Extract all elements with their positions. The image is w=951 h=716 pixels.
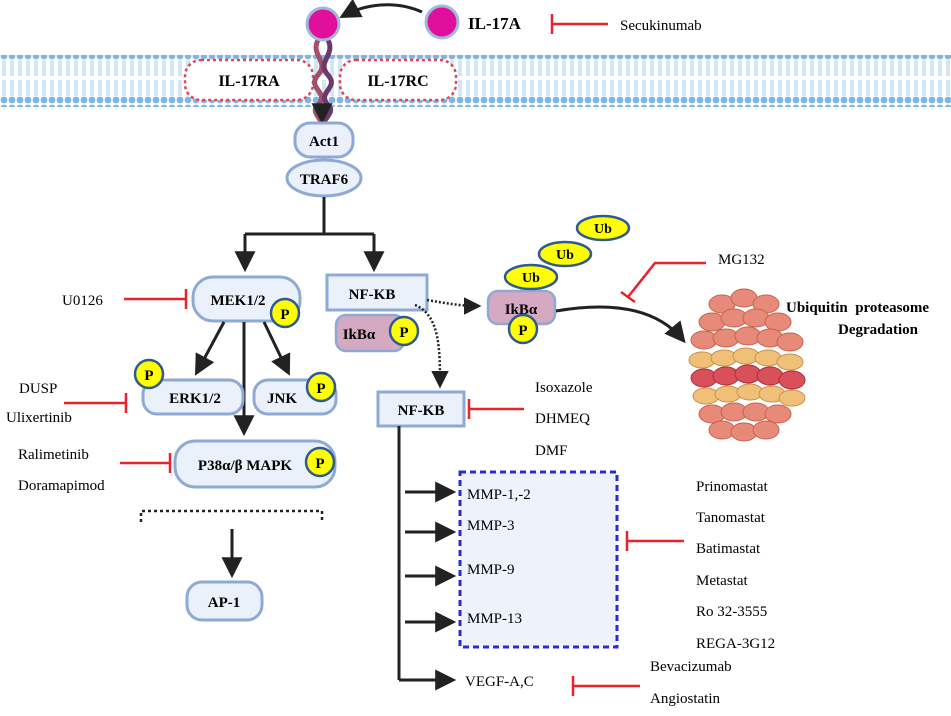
ulixertinib-label: Ulixertinib xyxy=(6,410,72,426)
proteasome-label-line1: Ubiquitin proteasome xyxy=(786,300,929,316)
mmp-1-2-label: MMP-1,-2 xyxy=(467,487,531,503)
cell-membrane xyxy=(0,55,951,107)
target-gene-arrows xyxy=(397,426,457,691)
bevacizumab-label: Bevacizumab xyxy=(650,659,732,675)
ikba-bound-phospho-label: P xyxy=(399,325,408,341)
ikba-bound-phospho-badge xyxy=(388,315,420,347)
erk-inhibition xyxy=(64,393,128,413)
ubiquitin-tag-3-label: Ub xyxy=(594,222,612,237)
jnk-phospho-badge xyxy=(305,371,337,403)
ralimetinib-label: Ralimetinib xyxy=(18,447,89,463)
mmp-box xyxy=(458,470,619,649)
ikba-free-label: IkBα xyxy=(505,302,538,318)
ubiquitin-tag-2 xyxy=(537,240,593,268)
traf6-node xyxy=(285,158,363,198)
vegf-inhibition xyxy=(571,676,640,696)
ubiquitin-tag-1-label: Ub xyxy=(522,271,540,286)
il17rc-receptor xyxy=(338,58,458,102)
erk12-phospho-label: P xyxy=(144,368,153,384)
jnk-phospho-label: P xyxy=(316,381,325,397)
prinomastat-label: Prinomastat xyxy=(696,479,768,495)
ap1-node xyxy=(185,580,264,622)
nfkb-cytoplasmic-node xyxy=(325,273,429,312)
proteasome-icon xyxy=(688,288,806,442)
tanomastat-label: Tanomastat xyxy=(696,510,766,526)
free-il17a-ligand xyxy=(424,4,460,40)
isoxazole-label: Isoxazole xyxy=(535,380,593,396)
metastat-label: Metastat xyxy=(696,573,748,589)
mg132-inhibition xyxy=(620,261,706,304)
mek12-phospho-label: P xyxy=(280,307,289,323)
traf6-label: TRAF6 xyxy=(300,172,349,188)
il17ra-label: IL-17RA xyxy=(218,73,280,90)
vegf-label: VEGF-A,C xyxy=(465,674,534,690)
mmp-3-label: MMP-3 xyxy=(467,518,515,534)
ap1-label: AP-1 xyxy=(208,595,241,611)
ubiquitin-tag-1 xyxy=(503,263,559,291)
jnk-label: JNK xyxy=(267,391,297,407)
ro-32-3555-label: Ro 32-3555 xyxy=(696,604,767,620)
mek12-phospho-badge xyxy=(269,297,301,329)
ikba-free-phospho-badge xyxy=(507,313,539,345)
traf6-branch-connector xyxy=(234,197,385,273)
act1-node xyxy=(293,121,355,159)
il17a-label: IL-17A xyxy=(468,14,522,33)
mg132-label: MG132 xyxy=(718,252,765,268)
mmp-inhibition xyxy=(625,531,684,551)
il17rc-label: IL-17RC xyxy=(367,73,428,90)
act1-label: Act1 xyxy=(309,134,339,150)
u0126-label: U0126 xyxy=(62,293,103,309)
proteasome-label-line2: Degradation xyxy=(838,322,919,338)
mmp-9-label: MMP-9 xyxy=(467,562,515,578)
mek12-label: MEK1/2 xyxy=(211,293,266,309)
nfkb-nuclear-label: NF-KB xyxy=(398,403,445,419)
secukinumab-inhibition xyxy=(550,14,608,34)
ligand-binding-arrow xyxy=(339,0,423,19)
ikba-bound-label: IkBα xyxy=(343,327,376,343)
dusp-label: DUSP xyxy=(19,381,57,397)
ubiquitin-tag-3 xyxy=(575,214,631,242)
secukinumab-label: Secukinumab xyxy=(620,18,702,34)
erk12-label: ERK1/2 xyxy=(169,391,221,407)
dmf-label: DMF xyxy=(535,443,568,459)
erk12-phospho-badge xyxy=(133,358,165,390)
p38-inhibition xyxy=(120,453,172,473)
ubiquitin-tag-2-label: Ub xyxy=(556,248,574,263)
dhmeq-label: DHMEQ xyxy=(535,411,590,427)
ikba-free-phospho-label: P xyxy=(518,323,527,339)
p38-phospho-label: P xyxy=(315,456,324,472)
mapk-convergence-bracket xyxy=(139,509,324,522)
to-proteasome-arrow xyxy=(555,305,686,344)
mmp-13-label: MMP-13 xyxy=(467,611,522,627)
angiostatin-label: Angiostatin xyxy=(650,691,720,707)
nfkb-inhibition xyxy=(467,399,524,419)
bound-il17a-ligand xyxy=(305,6,341,42)
nfkb-translocation-arrow xyxy=(414,303,449,389)
p38-phospho-badge xyxy=(304,446,336,478)
ikba-release-arrow xyxy=(426,297,482,315)
u0126-inhibition xyxy=(124,289,188,309)
batimastat-label: Batimastat xyxy=(696,541,761,557)
erk12-node xyxy=(141,378,245,416)
mek-downstream-arrows xyxy=(195,321,291,437)
nfkb-nuclear-node xyxy=(376,390,466,428)
p38-label: P38α/β MAPK xyxy=(198,458,293,474)
doramapimod-label: Doramapimod xyxy=(18,478,105,494)
rega-3g12-label: REGA-3G12 xyxy=(696,636,775,652)
nfkb-cytoplasmic-label: NF-KB xyxy=(349,287,396,303)
il17ra-receptor xyxy=(183,58,315,102)
